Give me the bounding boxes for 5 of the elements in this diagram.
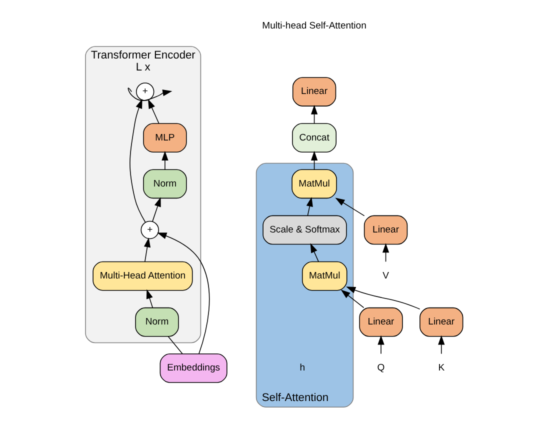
node-text: K	[438, 362, 445, 374]
node-text: V	[382, 270, 389, 282]
label: Multi-head Self-Attention	[262, 20, 366, 32]
node-label: h	[300, 362, 306, 374]
node-text: Q	[377, 362, 385, 374]
